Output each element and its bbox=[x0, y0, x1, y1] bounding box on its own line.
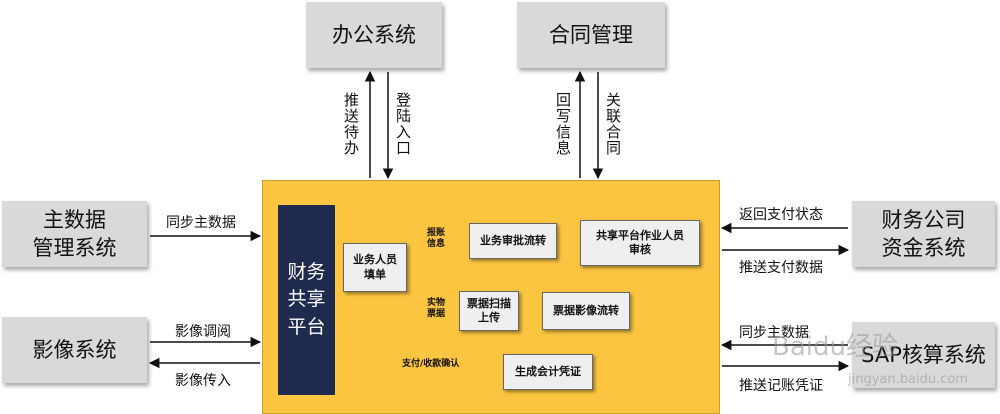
node-approval-flow: 业务审批流转 bbox=[469, 223, 557, 259]
label-link-contract: 关联合同 bbox=[604, 92, 622, 156]
watermark-brand: Baidu经验 bbox=[772, 332, 898, 362]
label-push-payment-data: 推送支付数据 bbox=[739, 260, 823, 276]
label-sap-sync-master: 同步主数据 bbox=[739, 325, 809, 341]
label-login-entry: 登陆入口 bbox=[394, 92, 412, 156]
node-bill-scan: 票据扫描 上传 bbox=[459, 291, 519, 331]
label-image-upload: 影像传入 bbox=[175, 373, 231, 389]
sap-system-box: SAP核算系统 bbox=[852, 322, 995, 388]
label-master-sync: 同步主数据 bbox=[166, 215, 236, 231]
label-push-todo: 推送待办 bbox=[342, 92, 360, 156]
label-return-payment-status: 返回支付状态 bbox=[739, 207, 823, 223]
contract-management-box: 合同管理 bbox=[517, 2, 665, 68]
office-system-box: 办公系统 bbox=[306, 2, 442, 68]
label-reimburse-info: 报账 信息 bbox=[427, 228, 446, 249]
image-system-box: 影像系统 bbox=[2, 317, 147, 383]
node-image-flow: 票据影像流转 bbox=[542, 292, 630, 330]
master-data-system-box: 主数据 管理系统 bbox=[2, 201, 147, 267]
node-generate-voucher: 生成会计凭证 bbox=[503, 354, 593, 390]
label-writeback: 回写信息 bbox=[554, 92, 572, 156]
treasury-system-box: 财务公司 资金系统 bbox=[852, 201, 995, 267]
node-fill-form: 业务人员 填单 bbox=[343, 243, 407, 292]
watermark-url: jingyan.baidu.com bbox=[848, 372, 968, 387]
label-physical-bill: 实物 票据 bbox=[427, 298, 446, 319]
label-image-retrieve: 影像调阅 bbox=[175, 324, 231, 340]
node-shared-review: 共享平台作业人员 审核 bbox=[580, 220, 700, 266]
label-payment-confirm: 支付/收款确认 bbox=[402, 359, 460, 369]
finance-shared-platform-label: 财务 共享 平台 bbox=[278, 205, 335, 395]
label-push-voucher: 推送记账凭证 bbox=[739, 378, 823, 394]
